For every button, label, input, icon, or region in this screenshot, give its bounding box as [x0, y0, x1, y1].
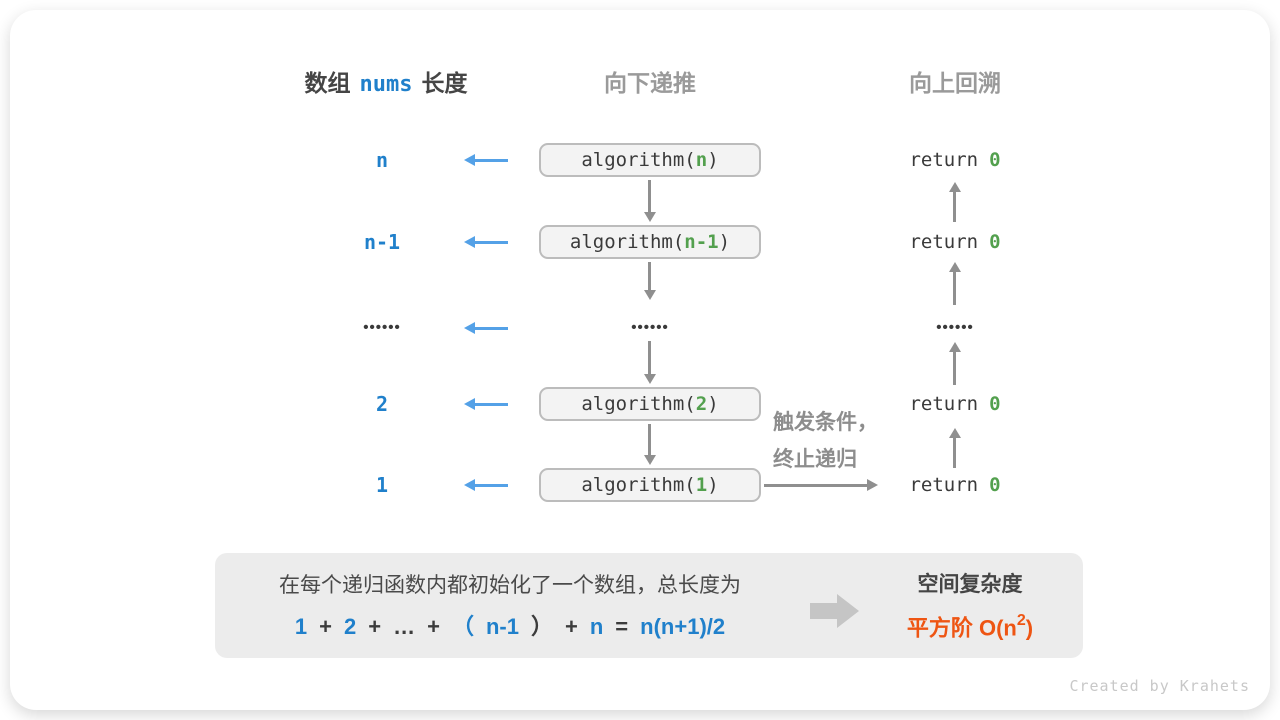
return-value: 0 [989, 393, 1001, 415]
base-case-arrow-icon [764, 483, 867, 487]
formula-token: … [393, 614, 416, 639]
call-text: algorithm( [581, 474, 696, 496]
return-label: return 0 [880, 472, 1030, 498]
length-arrow-icon [475, 483, 508, 487]
call-arg: n [695, 149, 708, 171]
up-arrow-icon [953, 192, 956, 222]
length-label-1: 1 [375, 473, 389, 497]
length-label-n-1: n-1 [363, 230, 401, 254]
summary-panel: 在每个递归函数内都初始化了一个数组，总长度为 1 +2 + … + （ n-1 ） + n = n(n… [215, 553, 1083, 658]
up-arrow-icon [953, 352, 956, 385]
call-text: ) [718, 231, 731, 253]
complexity-title: 空间复杂度 [917, 573, 1023, 596]
watermark: Created by Krahets [1069, 677, 1250, 695]
length-label-2: 2 [375, 392, 389, 416]
call-ellipsis: •••••• [631, 319, 669, 336]
result-arrow-icon [810, 603, 837, 619]
call-box-2: algorithm(2) [539, 387, 761, 421]
call-text: ) [707, 393, 719, 415]
trigger-note-line1: 触发条件， [773, 411, 878, 434]
complexity-suffix: ) [1025, 615, 1034, 641]
formula-token: + [564, 614, 578, 639]
return-label: return 0 [880, 229, 1030, 255]
call-box-1: algorithm(1) [539, 468, 761, 502]
formula-token: + [427, 614, 440, 639]
down-arrow-icon [648, 424, 651, 455]
diagram-card: 数组 nums 长度 向下递推 向上回溯 n n-1 •••••• 2 1 algo… [10, 10, 1270, 710]
complexity-prefix: 平方阶 O(n [906, 615, 1017, 641]
formula-token: n [589, 614, 604, 639]
summary-text: 在每个递归函数内都初始化了一个数组，总长度为 [279, 574, 741, 597]
formula: 1 +2 + … + （ n-1 ） + n = n(n+1)/2 [225, 613, 795, 641]
formula-token: ） [530, 614, 553, 639]
header-array-pre: 数组 [304, 70, 351, 96]
call-arg: 2 [695, 393, 708, 415]
formula-token: = [615, 614, 629, 639]
length-arrow-icon [475, 158, 508, 162]
length-arrow-icon [475, 326, 508, 330]
formula-token: + [319, 614, 332, 639]
complexity-value: 平方阶 O(n2) [860, 608, 1080, 643]
call-text: ) [707, 474, 719, 496]
return-value: 0 [989, 474, 1001, 496]
formula-token: 2 [343, 614, 357, 639]
return-keyword: return [909, 393, 979, 415]
trigger-note: 触发条件， 终止递归 [773, 404, 903, 478]
header-array-post: 长度 [421, 70, 468, 96]
complexity-exponent: 2 [1016, 612, 1026, 629]
return-label: return 0 [880, 391, 1030, 417]
return-keyword: return [909, 149, 979, 171]
down-arrow-icon [648, 180, 651, 212]
call-text: ) [707, 149, 719, 171]
length-arrow-icon [475, 402, 508, 406]
formula-token: 1 [294, 614, 308, 639]
call-text: algorithm( [581, 393, 696, 415]
return-keyword: return [909, 231, 979, 253]
call-text: algorithm( [569, 231, 685, 253]
formula-token: n-1 [485, 614, 519, 639]
call-box-n-1: algorithm(n-1) [539, 225, 761, 259]
header-nums-code: nums [359, 72, 413, 97]
return-value: 0 [989, 231, 1001, 253]
length-arrow-icon [475, 240, 508, 244]
call-arg: 1 [695, 474, 708, 496]
call-box-n: algorithm(n) [539, 143, 761, 177]
return-label: return 0 [880, 147, 1030, 173]
down-arrow-icon [648, 341, 651, 374]
formula-token: n(n+1)/2 [640, 614, 726, 639]
call-arg: n-1 [684, 231, 719, 253]
call-text: algorithm( [581, 149, 696, 171]
formula-token: + [368, 614, 382, 639]
return-value: 0 [989, 149, 1001, 171]
up-arrow-icon [953, 438, 956, 468]
column-header-backtrack-up: 向上回溯 [909, 70, 1001, 96]
formula-token: （ [451, 614, 474, 639]
trigger-note-line2: 终止递归 [773, 448, 857, 471]
column-header-recurse-down: 向下递推 [604, 70, 696, 96]
length-label-n: n [375, 148, 389, 172]
return-ellipsis: •••••• [936, 319, 974, 336]
return-keyword: return [909, 474, 979, 496]
up-arrow-icon [953, 272, 956, 305]
column-header-array-length: 数组 nums 长度 [256, 68, 516, 100]
length-ellipsis: •••••• [363, 319, 401, 336]
down-arrow-icon [648, 262, 651, 290]
